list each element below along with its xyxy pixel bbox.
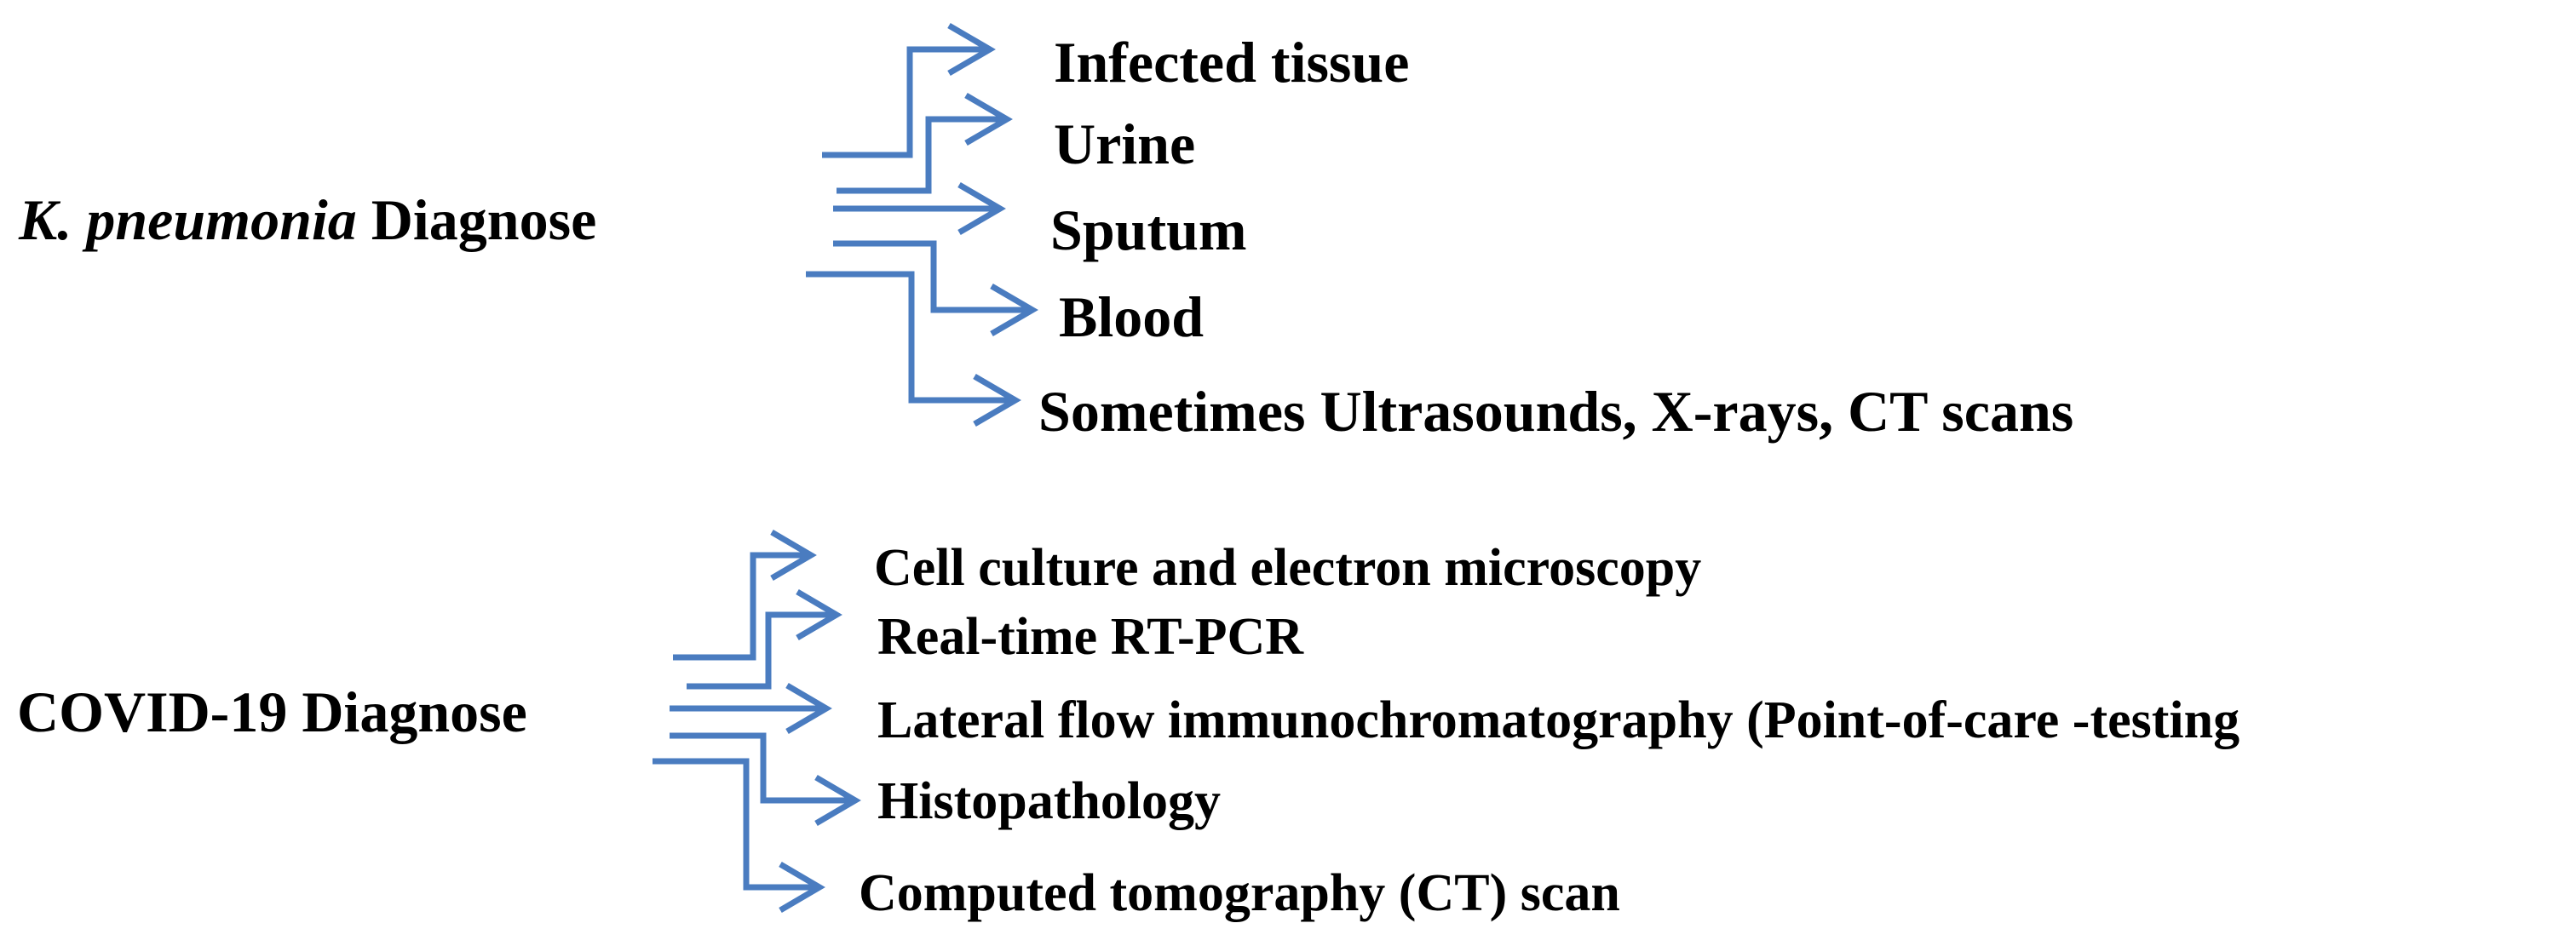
k-item-sputum: Sputum	[1050, 198, 1247, 262]
k-pneumonia-connectors	[806, 22, 1038, 427]
arrow-histopathology	[670, 732, 854, 804]
arrowhead-imaging	[973, 373, 1021, 427]
arrow-urine	[837, 116, 1005, 194]
covid-item-rt-pcr: Real-time RT-PCR	[877, 608, 1304, 666]
arrowhead-urine	[964, 92, 1013, 146]
k-item-urine: Urine	[1054, 112, 1196, 176]
arrow-rt-pcr	[687, 611, 835, 690]
k-item-blood: Blood	[1059, 284, 1205, 349]
arrow-imaging	[806, 271, 1014, 404]
arrow-infected-tissue	[822, 46, 988, 158]
arrowhead-sputum	[957, 181, 1006, 236]
k-item-imaging: Sometimes Ultrasounds, X-rays, CT scans	[1038, 379, 2074, 444]
k-pneumonia-title-rest: Diagnose	[356, 187, 597, 252]
arrow-ct-scan	[653, 758, 818, 891]
arrowhead-histopathology	[814, 774, 861, 827]
arrowhead-cell-culture	[770, 529, 817, 582]
covid-item-cell-culture: Cell culture and electron microscopy	[874, 539, 1702, 597]
arrowhead-ct-scan	[779, 861, 825, 914]
covid-item-histopathology: Histopathology	[877, 772, 1222, 830]
arrow-cell-culture	[673, 552, 809, 661]
covid-connectors	[653, 529, 861, 914]
covid-item-ct-scan: Computed tomography (CT) scan	[859, 864, 1620, 922]
arrowhead-infected-tissue	[947, 22, 996, 77]
covid-item-lateral-flow: Lateral flow immunochromatography (Point…	[877, 691, 2240, 749]
arrowhead-blood	[990, 283, 1038, 337]
arrowhead-lateral-flow	[785, 682, 832, 735]
k-pneumonia-title-italic: K. pneumonia	[19, 187, 357, 252]
k-pneumonia-title: K. pneumonia Diagnose	[19, 191, 596, 249]
k-item-infected-tissue: Infected tissue	[1054, 30, 1410, 95]
arrowhead-rt-pcr	[796, 588, 842, 641]
arrow-blood	[833, 240, 1031, 313]
covid-title: COVID-19 Diagnose	[17, 679, 527, 744]
